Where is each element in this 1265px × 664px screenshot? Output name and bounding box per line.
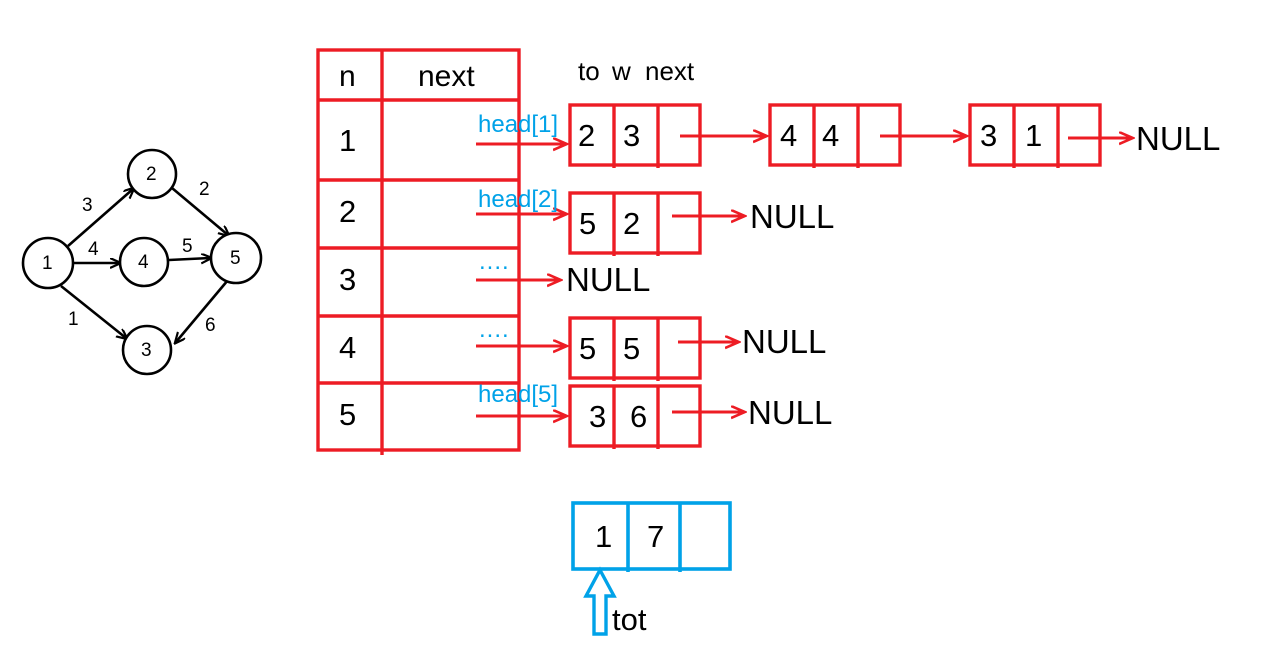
graph-node-1-label: 1 <box>42 253 53 274</box>
tot-node-box <box>571 501 732 572</box>
head-pointer-label-2: head[2] <box>478 186 559 213</box>
graph-edge-1-3 <box>60 284 126 338</box>
graph-node-5-circle <box>209 231 263 285</box>
graph-edge-2-5 <box>171 187 228 235</box>
graph-edges <box>60 187 229 342</box>
head-pointer-label-5: head[5] <box>478 381 559 408</box>
head-table-row-3-n: 3 <box>339 262 357 297</box>
list-row-1 <box>568 103 1132 168</box>
node-field-header-w: w <box>612 56 631 86</box>
graph-node-4-label: 4 <box>138 252 149 273</box>
list-terminator-3: NULL <box>566 261 651 298</box>
tot-value-1: 1 <box>595 519 613 554</box>
list-node-2-1-to: 5 <box>579 206 597 241</box>
head-pointer-label-3: .... <box>479 248 510 275</box>
graph-node-1-circle <box>21 236 75 290</box>
graph-node-circles <box>21 148 263 376</box>
list-node-4-1-to: 5 <box>579 331 597 366</box>
list-node-5-1-to: 3 <box>589 399 607 434</box>
list-node-1-1-w: 3 <box>623 118 641 153</box>
list-node-5-1-w: 6 <box>630 399 648 434</box>
graph-node-3-circle <box>121 324 173 376</box>
list-node-5-1 <box>568 384 702 448</box>
head-table-row-2-n: 2 <box>339 194 357 229</box>
list-terminator-1: NULL <box>1136 120 1221 157</box>
graph-weight-4-5: 5 <box>182 236 193 257</box>
head-table-border <box>316 48 521 452</box>
head-table-grid <box>316 48 521 455</box>
list-node-1-1-to: 2 <box>578 118 596 153</box>
head-pointer-arrows <box>476 144 566 416</box>
graph-weight-1-4: 4 <box>88 239 99 260</box>
list-row-5 <box>568 384 744 449</box>
list-node-2-1 <box>568 191 702 255</box>
list-node-1-2-to: 4 <box>780 118 798 153</box>
list-terminator-2: NULL <box>750 198 835 235</box>
graph-node-2-label: 2 <box>146 164 157 185</box>
list-node-1-2-w: 4 <box>822 118 840 153</box>
head-pointer-label-1: head[1] <box>478 111 559 138</box>
head-table-column-n: n <box>339 60 356 93</box>
list-terminator-5: NULL <box>748 394 833 431</box>
graph-weight-5-3: 6 <box>205 315 216 336</box>
graph-weight-2-5: 2 <box>199 179 210 200</box>
list-row-4 <box>568 316 738 381</box>
head-table-row-1-n: 1 <box>339 123 357 158</box>
node-field-header-to: to <box>578 56 600 86</box>
head-pointer-label-4: .... <box>479 316 510 343</box>
list-terminator-4: NULL <box>742 323 827 360</box>
list-node-2-1-w: 2 <box>623 206 641 241</box>
list-node-4-1 <box>568 316 702 380</box>
head-table-column-next: next <box>418 60 475 93</box>
graph-weight-1-2: 3 <box>82 195 93 216</box>
node-field-header-next: next <box>645 56 695 86</box>
graph-edge-5-3 <box>176 279 229 342</box>
graph-node-2-circle <box>126 148 178 200</box>
head-table-row-5-n: 5 <box>339 397 357 432</box>
graph-edge-4-5 <box>168 258 210 260</box>
list-row-2 <box>568 191 744 256</box>
tot-value-2: 7 <box>647 519 665 554</box>
list-node-1-3 <box>968 103 1102 167</box>
graph-node-4-circle <box>118 236 170 288</box>
list-node-1-3-w: 1 <box>1025 118 1043 153</box>
tot-label: tot <box>612 602 647 637</box>
list-node-4-1-w: 5 <box>623 331 641 366</box>
tot-pointer-arrow <box>583 566 617 636</box>
graph-weight-1-3: 1 <box>68 309 79 330</box>
graph-node-5-label: 5 <box>230 248 241 269</box>
tot-node-rect <box>571 501 732 571</box>
head-table-row-4-n: 4 <box>339 330 357 365</box>
list-node-1-3-to: 3 <box>980 118 998 153</box>
graph-edge-1-2 <box>67 189 133 247</box>
graph-node-3-label: 3 <box>141 340 152 361</box>
